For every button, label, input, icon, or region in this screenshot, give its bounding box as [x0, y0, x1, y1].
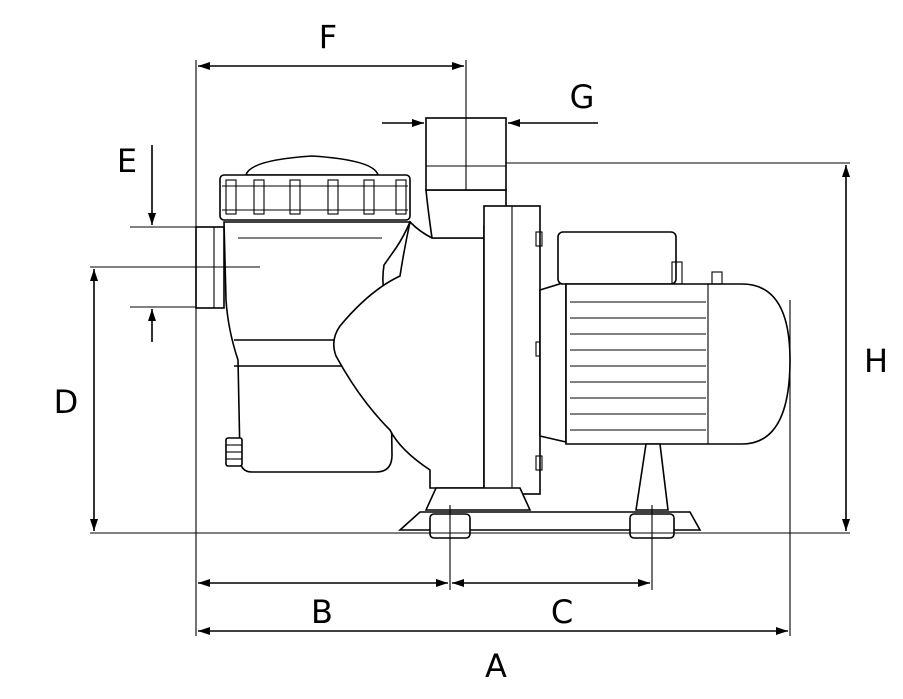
- label-D: D: [54, 383, 79, 421]
- motor-body: [565, 283, 791, 445]
- motor-adapter: [539, 280, 567, 444]
- label-E: E: [117, 142, 137, 180]
- motor-fins: [570, 301, 706, 431]
- strainer-lid: [244, 155, 380, 176]
- pump-support: [424, 487, 532, 511]
- label-F: F: [319, 18, 337, 56]
- label-B: B: [311, 593, 333, 631]
- extension-lines: [90, 60, 850, 636]
- terminal-box: [557, 231, 677, 285]
- lid-ribs: [225, 179, 407, 215]
- label-H: H: [864, 342, 888, 380]
- dimension-labels: F G E D H B C A: [54, 18, 888, 685]
- lid-ring: [219, 174, 411, 221]
- strainer-body: [223, 221, 412, 473]
- base-plate: [397, 511, 702, 531]
- motor-support: [635, 443, 669, 511]
- label-G: G: [570, 78, 595, 116]
- label-A: A: [485, 647, 507, 685]
- pump-illustration: [195, 117, 791, 539]
- label-C: C: [551, 593, 573, 631]
- dimension-lines: [90, 62, 850, 635]
